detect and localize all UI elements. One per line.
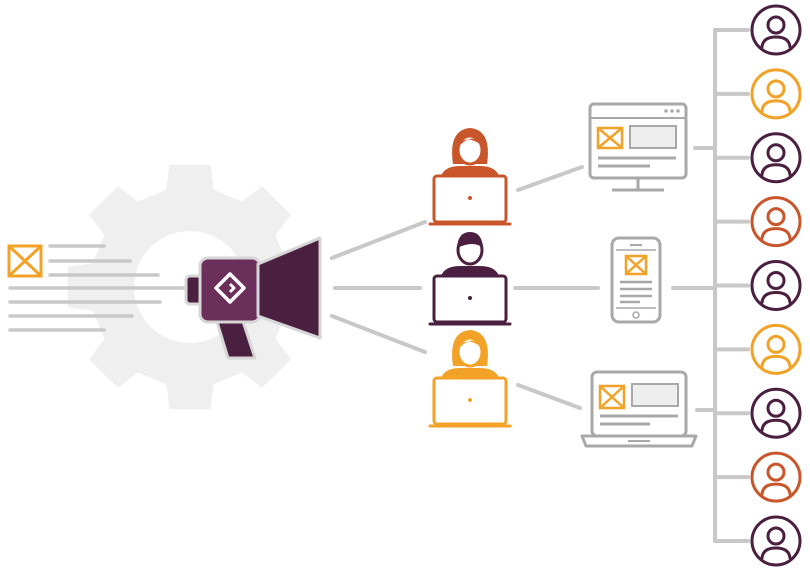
user-avatar-icon	[750, 132, 802, 184]
connector-to-desktop	[516, 165, 584, 192]
source-document	[7, 244, 190, 332]
user-avatar-icon	[750, 323, 802, 375]
woman-laptop-icon	[428, 330, 512, 428]
megaphone-icon	[184, 236, 322, 360]
user-avatar-icon	[750, 68, 802, 120]
audience-branch-connectors	[671, 146, 717, 412]
connector-to-publisher-bottom	[330, 314, 427, 354]
publishers-group	[428, 128, 512, 428]
user-avatar-icon	[750, 260, 802, 311]
user-avatar-icon	[750, 196, 802, 248]
connector-to-publisher-top	[330, 220, 427, 260]
desktop-monitor-icon	[588, 102, 688, 192]
audience-group	[713, 4, 802, 567]
connector-to-laptop	[516, 383, 582, 410]
user-avatar-icon	[750, 387, 802, 439]
mobile-phone-icon	[610, 236, 662, 324]
source-text-lines	[8, 244, 190, 332]
user-avatar-icon	[750, 515, 802, 567]
woman-laptop-icon	[428, 128, 512, 226]
megaphone-horn	[256, 236, 322, 340]
brand-logo-icon	[214, 272, 246, 304]
device-connectors	[513, 165, 600, 410]
image-placeholder-icon	[7, 244, 43, 278]
broadcast-connectors	[330, 220, 427, 354]
user-avatar-icon	[750, 451, 802, 503]
man-laptop-icon	[428, 232, 512, 326]
user-avatar-icon	[750, 4, 802, 56]
laptop-icon	[580, 370, 698, 448]
